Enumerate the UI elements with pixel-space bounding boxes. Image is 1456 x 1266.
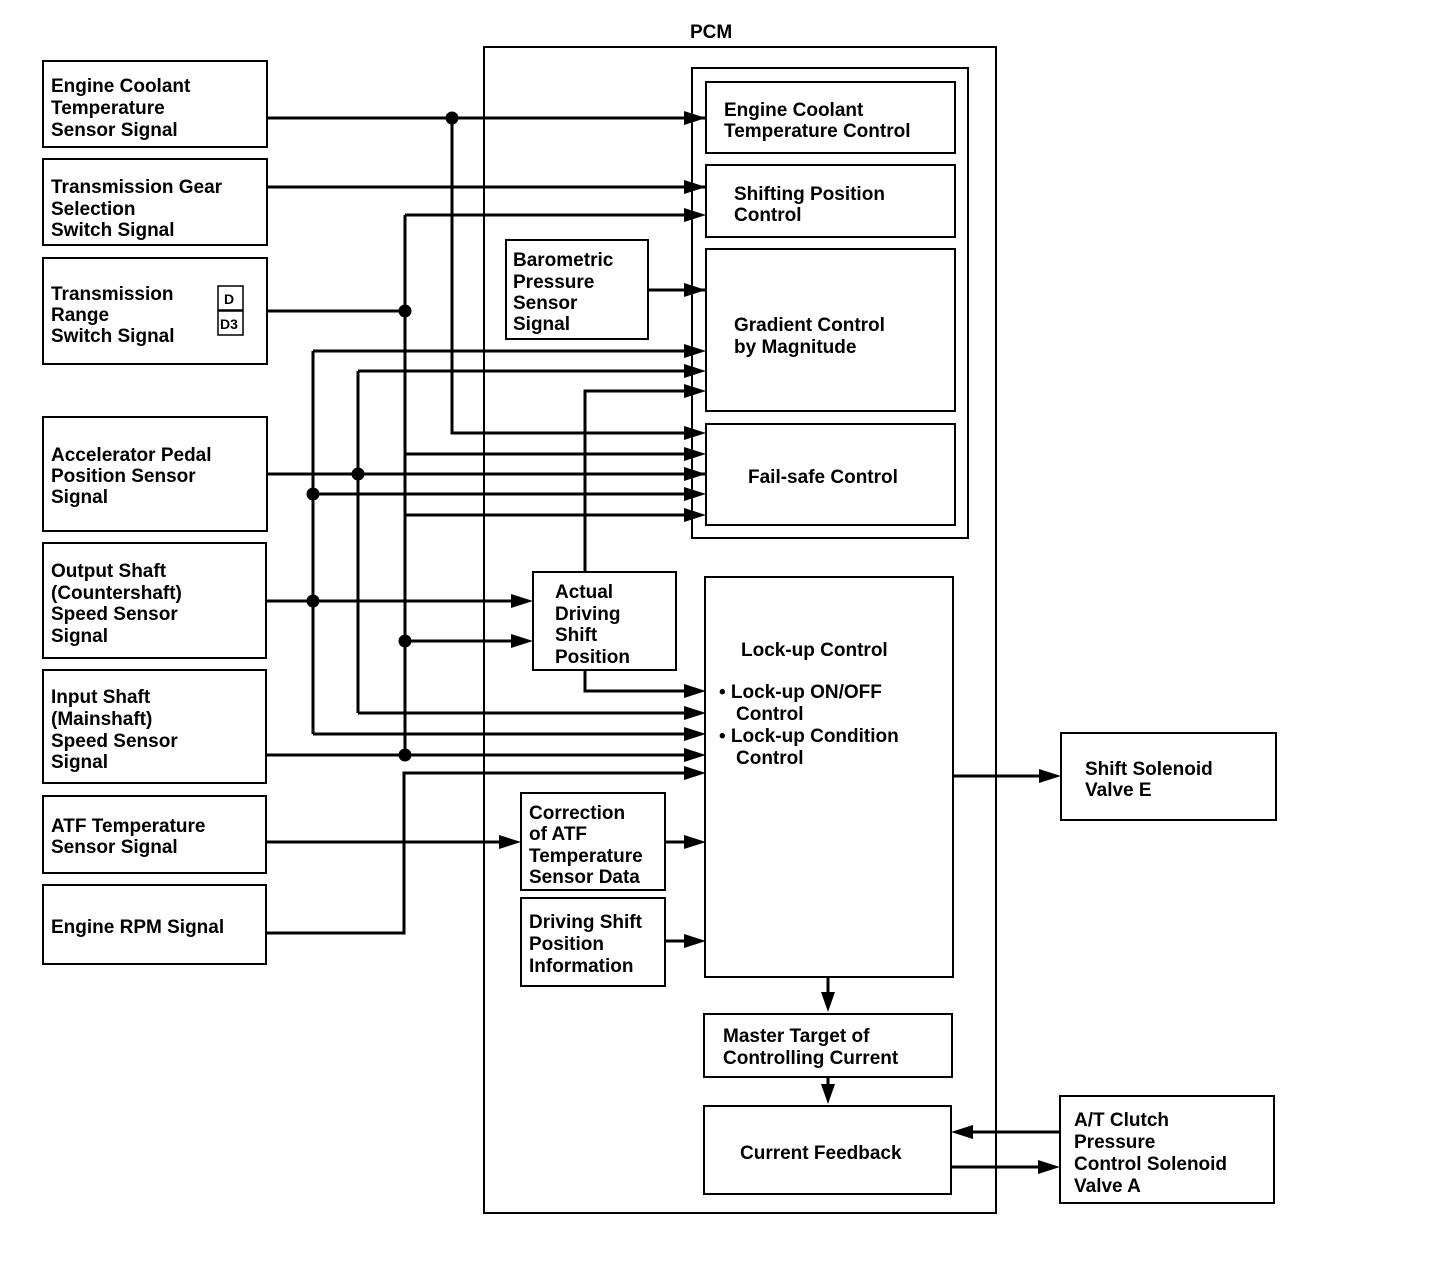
shifting-position-control-label: Shifting Position Control <box>734 184 890 226</box>
lock-up-control-items: • Lock-up ON/OFF Control • Lock-up Condi… <box>719 682 904 769</box>
output-at-clutch-pressure-solenoid-a: A/T Clutch Pressure Control Solenoid Val… <box>1059 1095 1275 1204</box>
arrowhead <box>1039 769 1061 783</box>
range-d-badge <box>217 285 244 311</box>
input-input-shaft-speed-label: Input Shaft (Mainshaft) Speed Sensor Sig… <box>51 687 183 773</box>
arrowhead <box>684 467 706 481</box>
arrowhead <box>511 594 533 608</box>
arrowhead <box>821 1084 835 1104</box>
input-atf-temperature: ATF Temperature Sensor Signal <box>42 795 267 874</box>
gradient-control-by-magnitude-label: Gradient Control by Magnitude <box>734 315 890 358</box>
input-transmission-range-switch-label: Transmission Range Switch Signal <box>51 284 179 347</box>
signal-wire <box>450 118 684 435</box>
range-d3-badge-label: D3 <box>220 316 238 332</box>
input-transmission-gear-selection-label: Transmission Gear Selection Switch Signa… <box>51 177 227 241</box>
arrowhead <box>684 180 706 194</box>
arrowhead <box>684 934 706 948</box>
arrowhead <box>684 487 706 501</box>
engine-coolant-temperature-control: Engine Coolant Temperature Control <box>705 81 956 154</box>
input-transmission-gear-selection: Transmission Gear Selection Switch Signa… <box>42 158 268 246</box>
range-d3-badge <box>217 310 244 336</box>
output-shift-solenoid-valve-e: Shift Solenoid Valve E <box>1060 732 1277 821</box>
arrowhead <box>684 111 706 125</box>
input-atf-temperature-label: ATF Temperature Sensor Signal <box>51 816 211 858</box>
output-at-clutch-pressure-solenoid-a-label: A/T Clutch Pressure Control Solenoid Val… <box>1074 1110 1232 1197</box>
input-accelerator-pedal-position: Accelerator Pedal Position Sensor Signal <box>42 416 268 532</box>
barometric-pressure-signal: Barometric Pressure Sensor Signal <box>505 239 649 340</box>
upper-control-group-frame <box>691 67 969 539</box>
input-accelerator-pedal-position-label: Accelerator Pedal Position Sensor Signal <box>51 445 217 508</box>
signal-wire <box>583 670 684 693</box>
current-feedback-label: Current Feedback <box>740 1143 902 1164</box>
arrowhead <box>499 835 521 849</box>
arrowhead <box>821 992 835 1012</box>
signal-wire <box>583 389 684 572</box>
arrowhead <box>684 384 706 398</box>
arrowhead <box>684 426 706 440</box>
arrowhead <box>684 727 706 741</box>
input-output-shaft-speed: Output Shaft (Countershaft) Speed Sensor… <box>42 542 267 659</box>
range-d-badge-label: D <box>224 291 234 307</box>
arrowhead <box>684 508 706 522</box>
input-engine-rpm: Engine RPM Signal <box>42 884 267 965</box>
arrowhead <box>684 447 706 461</box>
arrowhead <box>951 1125 973 1139</box>
input-engine-coolant-temp-label: Engine Coolant Temperature Sensor Signal <box>51 76 196 141</box>
signal-wire <box>267 771 684 935</box>
arrowhead <box>1038 1160 1060 1174</box>
driving-shift-position-information: Driving Shift Position Information <box>520 897 666 987</box>
input-input-shaft-speed: Input Shaft (Mainshaft) Speed Sensor Sig… <box>42 669 267 784</box>
shifting-position-control: Shifting Position Control <box>705 164 956 238</box>
barometric-pressure-signal-label: Barometric Pressure Sensor Signal <box>513 250 619 335</box>
master-target-controlling-current: Master Target of Controlling Current <box>703 1013 953 1078</box>
arrowhead <box>511 634 533 648</box>
arrowhead <box>684 208 706 222</box>
arrowhead <box>684 684 706 698</box>
gradient-control-by-magnitude: Gradient Control by Magnitude <box>705 248 956 412</box>
driving-shift-position-information-label: Driving Shift Position Information <box>529 912 647 977</box>
pcm-frame <box>483 46 997 1214</box>
arrowhead <box>684 344 706 358</box>
input-engine-coolant-temp: Engine Coolant Temperature Sensor Signal <box>42 60 268 148</box>
pcm-label: PCM <box>690 22 732 43</box>
master-target-controlling-current-label: Master Target of Controlling Current <box>723 1026 899 1069</box>
lock-up-control-title: Lock-up Control <box>741 640 888 661</box>
arrowhead <box>684 835 706 849</box>
input-output-shaft-speed-label: Output Shaft (Countershaft) Speed Sensor… <box>51 561 187 647</box>
actual-driving-shift-position: Actual Driving Shift Position <box>532 571 677 671</box>
input-transmission-range-switch: Transmission Range Switch Signal D D3 <box>42 257 268 365</box>
arrowhead <box>684 364 706 378</box>
arrowhead <box>684 706 706 720</box>
input-engine-rpm-label: Engine RPM Signal <box>51 917 224 938</box>
lock-up-control: Lock-up Control • Lock-up ON/OFF Control… <box>704 576 954 978</box>
arrowhead <box>684 766 706 780</box>
correction-of-atf-temperature-label: Correction of ATF Temperature Sensor Dat… <box>529 803 648 888</box>
actual-driving-shift-position-label: Actual Driving Shift Position <box>555 582 630 668</box>
correction-of-atf-temperature: Correction of ATF Temperature Sensor Dat… <box>520 792 666 891</box>
output-shift-solenoid-valve-e-label: Shift Solenoid Valve E <box>1085 759 1218 801</box>
fail-safe-control: Fail-safe Control <box>705 423 956 526</box>
arrowhead <box>684 748 706 762</box>
signal-wiring <box>267 111 1061 1174</box>
current-feedback: Current Feedback <box>703 1105 952 1195</box>
arrowhead <box>684 283 706 297</box>
fail-safe-control-label: Fail-safe Control <box>748 467 898 488</box>
engine-coolant-temperature-control-label: Engine Coolant Temperature Control <box>724 100 911 142</box>
